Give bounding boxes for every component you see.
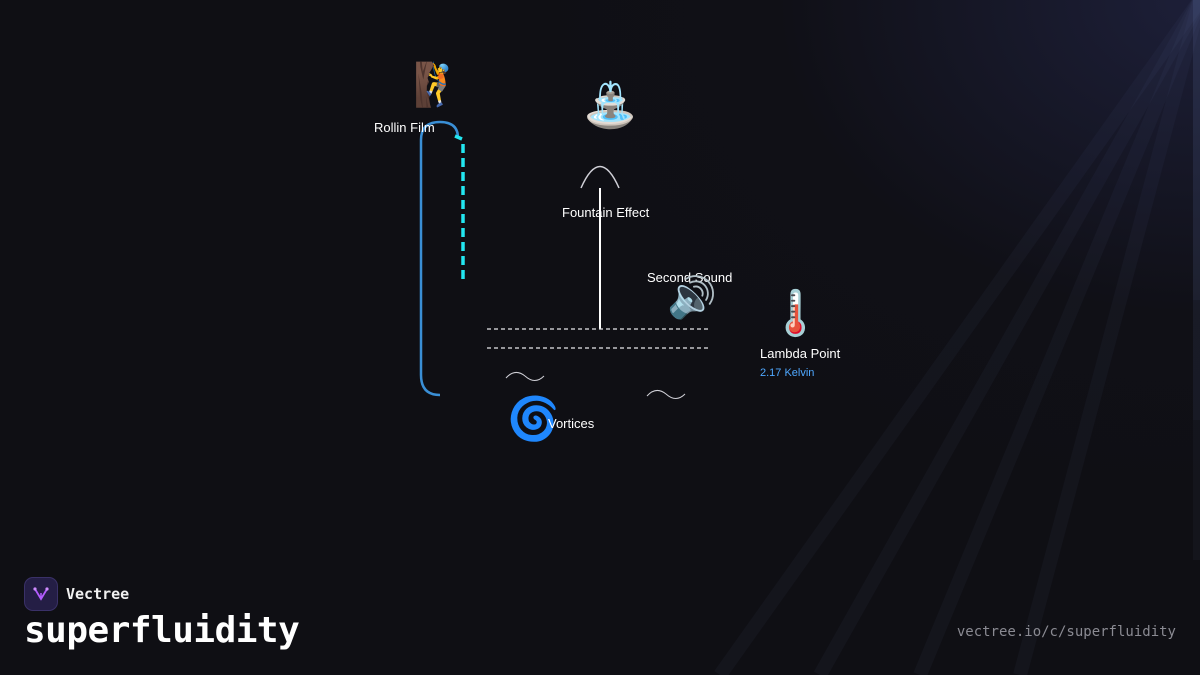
lambda-point-label: Lambda Point: [760, 346, 841, 361]
page-url[interactable]: vectree.io/c/superfluidity: [956, 624, 1176, 640]
lambda-point-temperature: 2.17 Kelvin: [760, 367, 815, 379]
thermometer-icon: 🌡️: [768, 288, 823, 339]
cyclone-icon: 🌀: [507, 394, 560, 443]
second-sound-label: Second Sound: [647, 270, 733, 285]
fountain-arc: [580, 166, 620, 189]
climber-icon: 🧗: [413, 60, 466, 109]
wave-left: [505, 372, 545, 381]
vortices-label: Vortices: [548, 416, 595, 431]
speaker-icon: 🔊: [667, 275, 717, 321]
page-title: superfluidity: [24, 610, 300, 651]
rollin-film-label: Rollin Film: [374, 120, 435, 135]
film-container-line: [419, 120, 460, 397]
fountain-effect-label: Fountain Effect: [562, 205, 650, 220]
brand-name: Vectree: [66, 585, 130, 603]
fountain-icon: ⛲: [583, 80, 638, 131]
rollin-film-dash-top: [454, 134, 463, 141]
vectree-logo-icon: [24, 577, 58, 611]
wave-right: [646, 390, 686, 399]
brand: Vectree: [24, 577, 129, 611]
